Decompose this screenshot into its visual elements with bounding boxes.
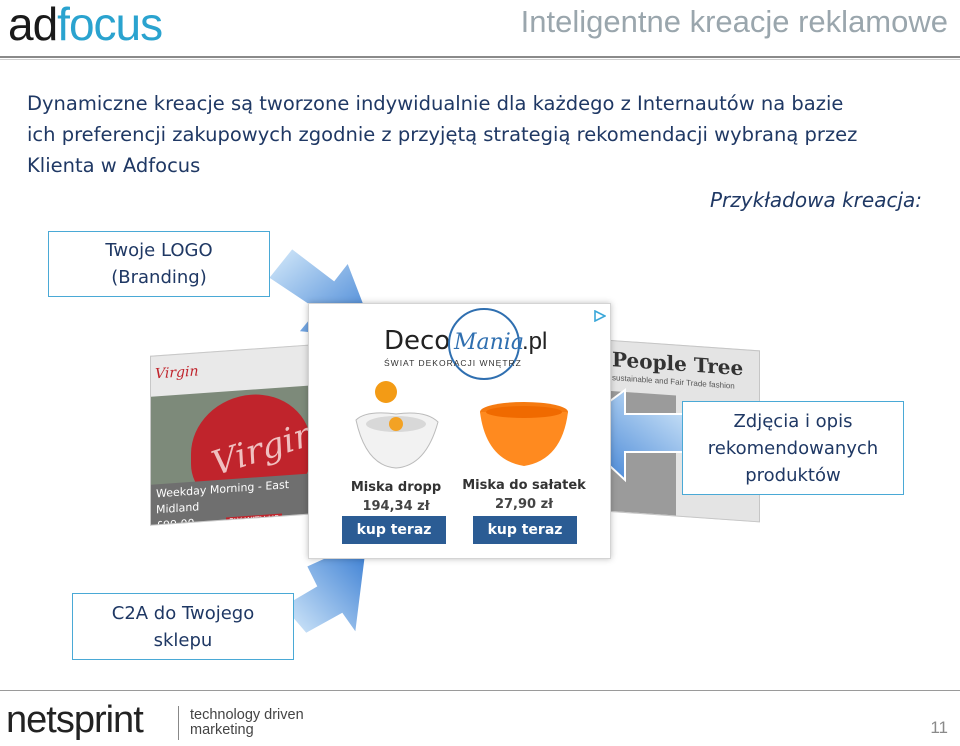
product-card-1[interactable]: Miska dropp 194,34 zł — [331, 380, 461, 514]
footer-tagline: technology driven marketing — [190, 708, 304, 738]
header-divider — [0, 56, 960, 58]
logo-tagline: ŚWIAT DEKORACJI WNĘTRZ — [384, 358, 522, 368]
virgin-cta: FLY WITH US — [225, 513, 283, 526]
callout-logo-line-1: Twoje LOGO — [105, 240, 213, 261]
callout-logo-line-2: (Branding) — [111, 267, 207, 288]
virgin-ad-creative: Virgin Virgin Weekday Morning - East Mid… — [150, 344, 315, 526]
tagline-line-1: technology driven — [190, 707, 304, 723]
slide-title: Inteligentne kreacje reklamowe — [520, 4, 948, 39]
callout-c2a: C2A do Twojego sklepu — [72, 593, 294, 660]
product-2-name: Miska do sałatek — [462, 478, 586, 493]
logo-focus-text: focus — [57, 0, 163, 50]
intro-line-3: Klienta w Adfocus — [27, 154, 201, 177]
intro-text: Dynamiczne kreacje są tworzone indywidua… — [27, 88, 927, 181]
adfocus-logo: adfocus — [8, 1, 163, 47]
logo-tld-text: .pl — [522, 328, 548, 355]
intro-line-2: ich preferencji zakupowych zgodnie z prz… — [27, 123, 858, 146]
intro-line-1: Dynamiczne kreacje są tworzone indywidua… — [27, 92, 844, 115]
buy-now-button-1[interactable]: kup teraz — [342, 516, 446, 544]
product-2-price: 27,90 zł — [494, 497, 554, 512]
logo-mania-text: Mania — [454, 330, 524, 355]
buy-now-button-2[interactable]: kup teraz — [473, 516, 577, 544]
virgin-price: £99.00 — [156, 516, 195, 526]
page-number: 11 — [930, 718, 948, 737]
callout-c2a-line-2: sklepu — [153, 629, 213, 651]
header-divider-thin — [0, 59, 960, 60]
example-label: Przykładowa kreacja: — [709, 188, 922, 212]
footer-divider — [0, 690, 960, 691]
salad-bowl-image — [480, 402, 568, 466]
bowl-dropp-image — [355, 381, 439, 469]
logo-deco-text: Deco — [384, 326, 451, 356]
callout-products-line-1: Zdjęcia i opis — [733, 410, 853, 432]
tagline-line-2: marketing — [190, 722, 254, 738]
decomania-ad-creative[interactable]: Deco Mania .pl ŚWIAT DEKORACJI WNĘTRZ Mi… — [308, 303, 611, 559]
decomania-logo: Deco Mania .pl ŚWIAT DEKORACJI WNĘTRZ — [384, 308, 547, 380]
footer-separator — [178, 706, 179, 740]
logo-ad-text: ad — [8, 0, 58, 50]
callout-c2a-line-1: C2A do Twojego — [111, 602, 255, 624]
arrow-c2a-icon — [280, 536, 370, 637]
product-card-2[interactable]: Miska do sałatek 27,90 zł — [459, 400, 589, 512]
virgin-small-logo: Virgin — [155, 363, 199, 383]
product-1-name: Miska dropp — [350, 480, 442, 495]
callout-logo-branding: Twoje LOGO (Branding) — [48, 231, 270, 297]
netsprint-logo: netsprint — [6, 699, 144, 741]
callout-products-line-3: produktów — [745, 464, 841, 486]
callout-products-line-2: rekomendowanych — [707, 437, 879, 459]
product-1-price: 194,34 zł — [362, 499, 430, 514]
callout-product-photos: Zdjęcia i opis rekomendowanych produktów — [682, 401, 904, 495]
logo-mania-circle — [448, 308, 520, 380]
adchoices-icon[interactable] — [594, 310, 606, 322]
